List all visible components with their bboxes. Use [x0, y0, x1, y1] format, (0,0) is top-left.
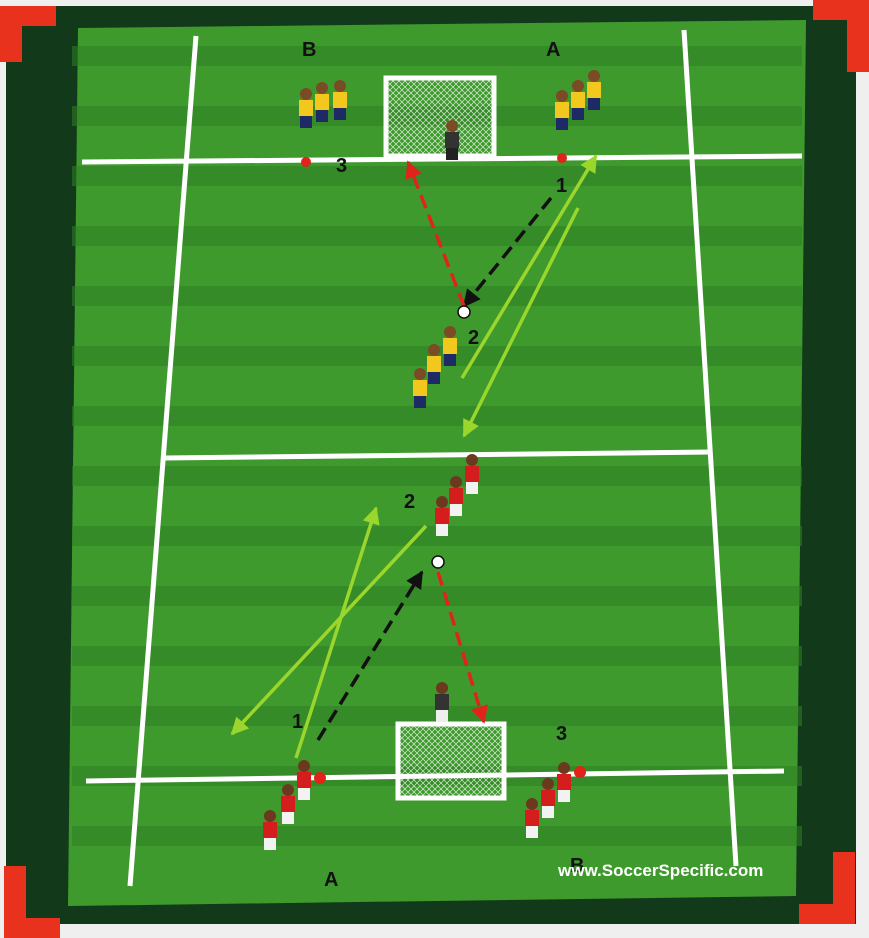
player-yellow	[333, 80, 347, 120]
cone	[557, 153, 567, 163]
player-yellow	[413, 368, 427, 408]
cone	[314, 772, 326, 784]
player-red	[557, 762, 571, 802]
player-yellow	[427, 344, 441, 384]
player-yellow	[555, 90, 569, 130]
player-yellow	[571, 80, 585, 120]
goalkeeper-bottom	[435, 682, 449, 722]
player-yellow	[315, 82, 329, 122]
step-label-2-bottom: 2	[404, 491, 415, 513]
player-yellow	[299, 88, 313, 128]
group-label-b-top: B	[302, 39, 316, 61]
player-red	[465, 454, 479, 494]
player-red	[449, 476, 463, 516]
step-label-2-top: 2	[468, 327, 479, 349]
ball	[432, 556, 444, 568]
player-yellow	[587, 70, 601, 110]
cone	[301, 157, 311, 167]
group-label-a-bottom: A	[324, 869, 338, 891]
diagram-frame: B A A B 1 2 3 1 2 3 www.SoccerSpecific.c…	[6, 6, 856, 924]
player-red	[263, 810, 277, 850]
goal-bottom	[398, 724, 504, 798]
ball	[458, 306, 470, 318]
step-label-3-top: 3	[336, 155, 347, 177]
soccer-drill-diagram: B A A B 1 2 3 1 2 3 www.SoccerSpecific.c…	[6, 6, 856, 924]
corner-mark-bottom-right	[799, 868, 855, 924]
goal-top	[386, 78, 494, 156]
player-red	[297, 760, 311, 800]
player-red	[541, 778, 555, 818]
player-red	[435, 496, 449, 536]
step-label-1-top: 1	[556, 175, 567, 197]
corner-mark-bottom-left	[4, 882, 60, 938]
player-yellow	[443, 326, 457, 366]
goalkeeper-top	[445, 120, 459, 160]
group-label-a-top: A	[546, 39, 560, 61]
watermark: www.SoccerSpecific.com	[557, 861, 763, 880]
step-label-1-bottom: 1	[292, 711, 303, 733]
corner-mark-top-left	[0, 6, 56, 62]
player-red	[281, 784, 295, 824]
player-red	[525, 798, 539, 838]
cone	[574, 766, 586, 778]
step-label-3-bottom: 3	[556, 723, 567, 745]
corner-mark-top-right	[813, 0, 869, 56]
